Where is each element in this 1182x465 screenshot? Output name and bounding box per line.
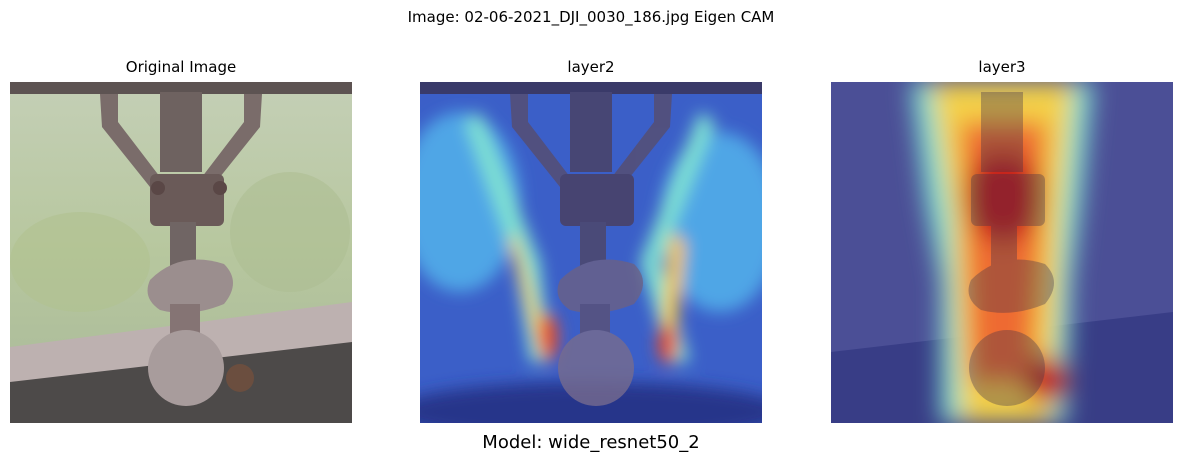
panel-title-layer3: layer3 — [978, 58, 1026, 76]
model-caption: Model: wide_resnet50_2 — [482, 432, 700, 453]
layer2-cam-image — [420, 82, 762, 423]
panel-title-layer2: layer2 — [567, 58, 615, 76]
layer3-cam-image — [831, 82, 1173, 423]
panel-title-original: Original Image — [125, 58, 237, 76]
figure-suptitle: Image: 02-06-2021_DJI_0030_186.jpg Eigen… — [407, 8, 775, 26]
original-image — [10, 82, 352, 423]
